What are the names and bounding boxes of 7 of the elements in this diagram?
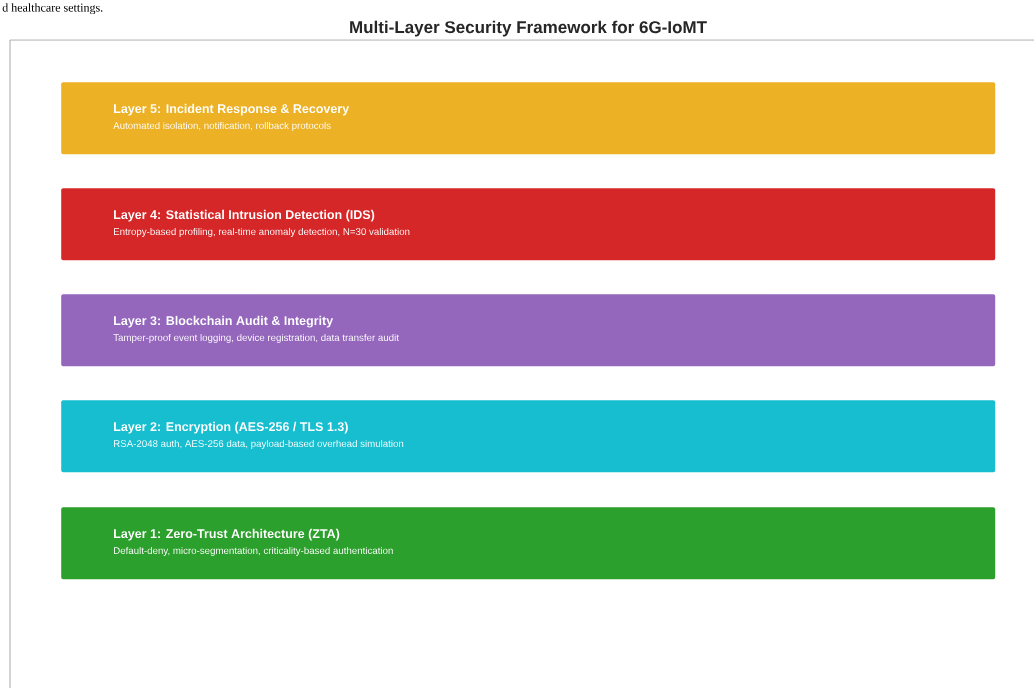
diagram-title: Multi-Layer Security Framework for 6G-IoMT — [350, 20, 707, 37]
body-text: d healthcare settings. — [2, 3, 103, 15]
layer-box: Layer 4: Statistical Intrusion Detection (IDS) Entropy-based profiling, real-time anomaly detection, N=30 validation — [61, 188, 996, 261]
layer-box: Layer 1: Zero-Trust Architecture (ZTA) Default-deny, micro-segmentation, criticality-based authentication — [61, 507, 996, 580]
layer-box: Layer 3: Blockchain Audit & Integrity Tamper-proof event logging, device registration, data transfer audit — [61, 294, 996, 367]
layer-box: Layer 2: Encryption (AES-256 / TLS 1.3) RSA-2048 auth, AES-256 data, payload-based overhead simulation — [61, 400, 996, 473]
layer-box: Layer 5: Incident Response & Recovery Automated isolation, notification, rollback protocols — [61, 82, 996, 155]
